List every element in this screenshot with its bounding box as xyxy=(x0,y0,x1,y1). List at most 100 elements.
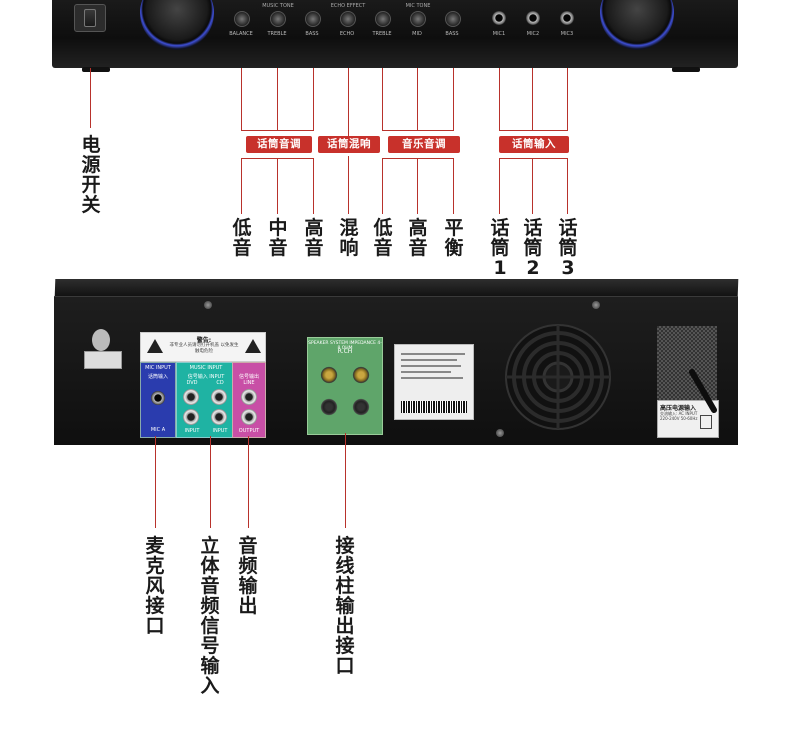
screw-icon xyxy=(204,301,212,309)
label-mic1: 话筒1 xyxy=(490,217,510,279)
label-balance: 平衡 xyxy=(444,217,464,259)
knob-label: TREBLE xyxy=(372,31,392,37)
amplifier-front-panel: MUSIC TONE ECHO EFFECT MIC TONE BALANCE … xyxy=(52,0,738,72)
vent-grille xyxy=(657,326,717,400)
label-mic2: 话筒2 xyxy=(523,217,543,279)
speaker-title: SPEAKER SYSTEM IMPEDANCE 4-8 OHM xyxy=(308,341,382,351)
mic-treble-knob xyxy=(375,11,391,27)
callout-line xyxy=(417,158,418,214)
ground-terminal-icon xyxy=(92,329,110,351)
label-audio-output: 音频输出 xyxy=(238,535,258,617)
rca-out-right xyxy=(241,409,257,425)
spec-label-plate xyxy=(394,344,474,420)
speaker-terminal-panel: SPEAKER SYSTEM IMPEDANCE 4-8 OHM R.CH xyxy=(307,337,383,435)
music-panel-title: MUSIC INPUT xyxy=(189,365,223,371)
power-switch xyxy=(74,4,106,32)
rca-cd-right xyxy=(211,409,227,425)
callout-line xyxy=(499,158,568,159)
mic2-jack xyxy=(526,11,540,25)
mic-panel-title: MIC INPUT xyxy=(145,365,171,371)
label-bass: 低音 xyxy=(232,217,252,259)
volume-knob-right xyxy=(600,0,674,50)
music-input-panel: MUSIC INPUT 信号输入 INPUT DVD CD INPUT INPU… xyxy=(176,362,236,438)
label-treble: 高音 xyxy=(304,217,324,259)
callout-line xyxy=(277,68,278,130)
mic-panel-sub: 话筒输入 xyxy=(147,374,168,380)
label-mic-interface: 麦克风接口 xyxy=(145,535,165,637)
badge-mic-input: 话筒输入 xyxy=(499,136,569,153)
out-panel-bottom: OUTPUT xyxy=(238,428,260,434)
power-input-sub: 交流输入: AC INPUT 220-240V 50-60Hz xyxy=(660,411,698,421)
knob-label: ECHO xyxy=(339,31,355,37)
callout-line xyxy=(241,158,242,214)
speaker-post-black xyxy=(320,398,338,416)
fuse-icon xyxy=(700,415,712,429)
music-col-cd: CD xyxy=(216,380,224,386)
callout-line xyxy=(453,158,454,214)
knob-label: BALANCE xyxy=(229,31,253,37)
callout-line xyxy=(417,68,418,130)
jack-label: MIC1 xyxy=(492,31,506,37)
music-bottom-label: INPUT xyxy=(184,428,200,434)
callout-line xyxy=(382,158,383,214)
rca-out-left xyxy=(241,389,257,405)
rca-dvd-left xyxy=(183,389,199,405)
out-panel-sub: 信号输出 LINE xyxy=(238,374,259,386)
echo-knob xyxy=(340,11,356,27)
label-mid: 中音 xyxy=(268,217,288,259)
callout-line xyxy=(382,68,383,130)
callout-line xyxy=(453,68,454,130)
barcode xyxy=(401,401,467,413)
speaker-post-black xyxy=(352,398,370,416)
rca-dvd-right xyxy=(183,409,199,425)
screw-icon xyxy=(592,301,600,309)
knob-label: BASS xyxy=(445,31,459,37)
mic3-jack xyxy=(560,11,574,25)
callout-line xyxy=(345,433,346,528)
mic-bass-knob xyxy=(445,11,461,27)
callout-line xyxy=(567,158,568,214)
mic-mid-knob xyxy=(410,11,426,27)
music-bottom-label: INPUT xyxy=(212,428,228,434)
mic-a-jack xyxy=(151,391,165,405)
knob-label: MID xyxy=(412,31,422,37)
speaker-channel: R.CH xyxy=(337,348,353,355)
callout-line xyxy=(348,68,349,136)
label-stereo-input: 立体音频信号输入 xyxy=(200,535,220,697)
callout-line xyxy=(348,156,349,214)
speaker-post-red xyxy=(352,366,370,384)
label-echo: 混响 xyxy=(339,217,359,259)
warning-sticker: 警告: 非专业人员请勿打开机盖 以免发生触电危险 xyxy=(140,332,266,362)
mic-panel-bottom: MIC A xyxy=(150,427,166,433)
callout-line xyxy=(248,436,249,528)
knob-label: TREBLE xyxy=(267,31,287,37)
group-label-music-tone: MUSIC TONE xyxy=(262,3,294,9)
callout-line xyxy=(382,130,454,131)
line-output-panel: 信号输出 LINE OUTPUT xyxy=(232,362,266,438)
volume-knob-left xyxy=(140,0,214,50)
music-panel-sub: 信号输入 INPUT xyxy=(187,374,225,380)
mic-input-panel: MIC INPUT 话筒输入 MIC A xyxy=(140,362,176,438)
balance-knob xyxy=(234,11,250,27)
callout-line xyxy=(241,130,314,131)
music-treble-knob xyxy=(270,11,286,27)
label-music-bass: 低音 xyxy=(373,217,393,259)
callout-line xyxy=(277,158,278,214)
callout-line xyxy=(499,158,500,214)
music-col-dvd: DVD xyxy=(186,380,198,386)
label-mic3: 话筒3 xyxy=(558,217,578,279)
callout-line xyxy=(241,68,242,130)
callout-line xyxy=(532,158,533,214)
callout-line xyxy=(499,130,568,131)
callout-line xyxy=(313,158,314,214)
callout-line xyxy=(155,436,156,528)
badge-mic-tone: 话筒音调 xyxy=(246,136,312,153)
cooling-fan-icon xyxy=(505,324,611,430)
callout-line xyxy=(313,68,314,130)
amplifier-top-cover xyxy=(54,279,739,297)
warning-icon xyxy=(245,339,261,353)
badge-music-tone: 音乐音调 xyxy=(388,136,460,153)
callout-line xyxy=(210,436,211,528)
callout-line xyxy=(532,68,533,130)
warning-text: 非专业人员请勿打开机盖 以免发生触电危险 xyxy=(169,343,239,354)
